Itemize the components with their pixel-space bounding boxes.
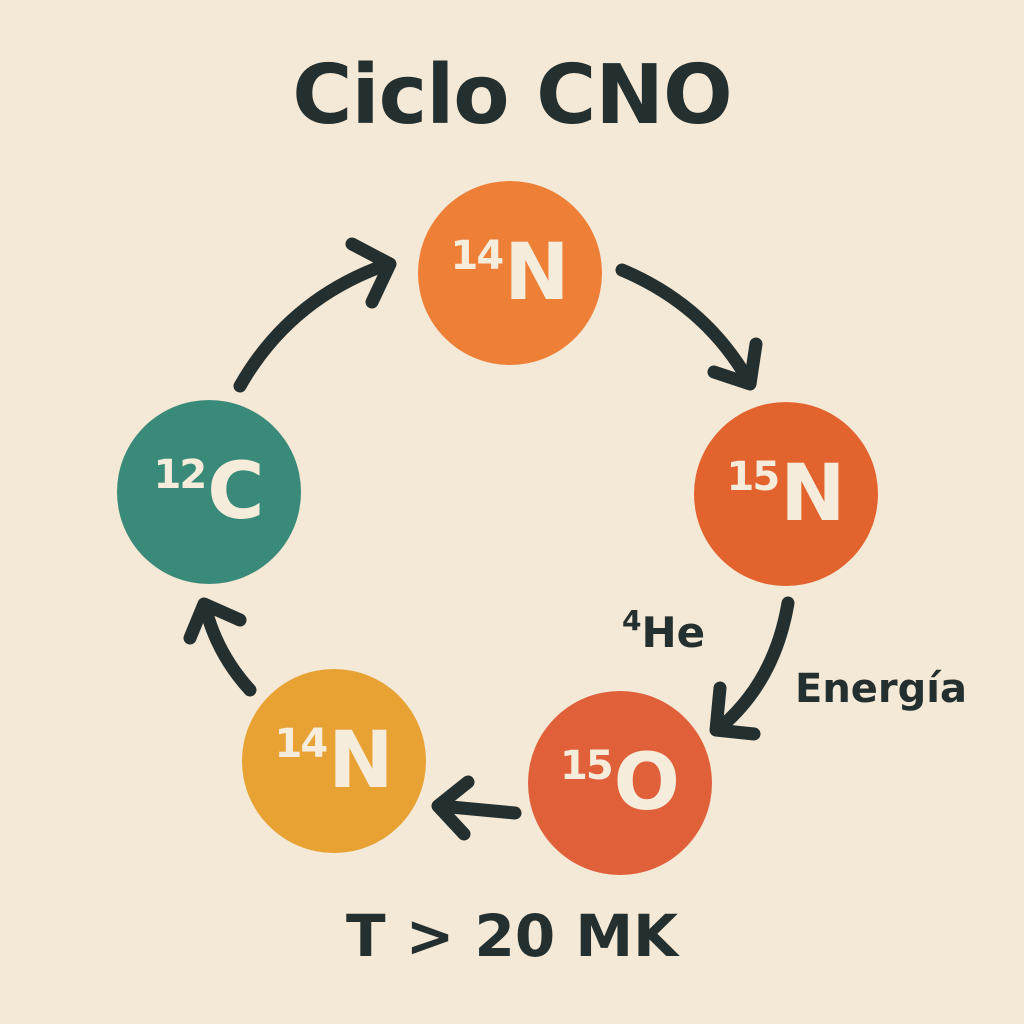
temperature-label: T > 20 MK (345, 902, 679, 970)
energy-label: Energía (795, 666, 967, 712)
arrow-n15-to-o15 (709, 596, 795, 741)
node-o15-bottom-symbol: O (613, 738, 680, 828)
node-n14-bottom: 14 N (242, 669, 426, 853)
diagram-title: Ciclo CNO (292, 48, 732, 143)
node-n15-right-mass: 15 (726, 454, 781, 500)
node-n15-right-symbol: N (780, 449, 846, 539)
node-n14-bottom-mass: 14 (274, 721, 329, 767)
helium-mass: 4 (622, 604, 642, 637)
node-n14-bottom-symbol: N (328, 716, 394, 806)
helium-label: 4He (622, 604, 706, 657)
node-o15-bottom-mass: 15 (560, 743, 614, 789)
node-c12-left: 12 C (117, 400, 301, 584)
arrow-n14-to-c12 (183, 597, 257, 697)
node-o15-bottom: 15 O (528, 691, 712, 875)
node-c12-left-mass: 12 (153, 452, 208, 498)
arrow-c12-to-n14 (233, 237, 397, 393)
helium-symbol: He (641, 608, 706, 657)
node-c12-left-symbol: C (207, 447, 265, 537)
node-n14-top-symbol: N (504, 228, 570, 318)
arrow-n14-to-n15 (615, 263, 763, 391)
node-n15-right: 15 N (694, 402, 878, 586)
node-n14-top-mass: 14 (450, 233, 505, 279)
node-n14-top: 14 N (418, 181, 602, 365)
arrow-o15-to-n14 (431, 775, 522, 841)
